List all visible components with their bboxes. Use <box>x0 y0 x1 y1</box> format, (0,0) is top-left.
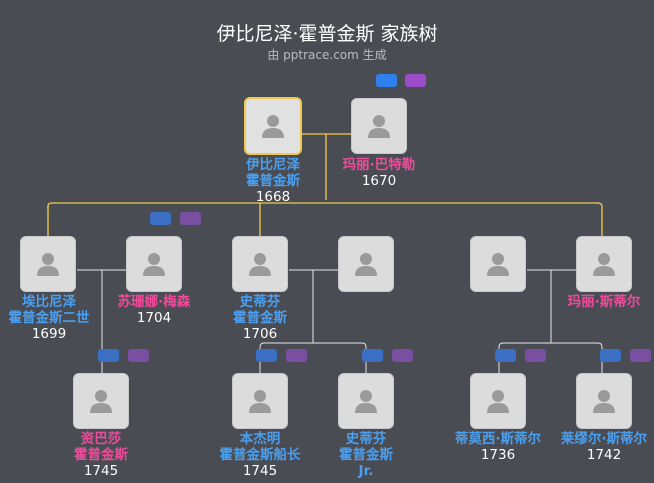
person-card-ebenezer2[interactable] <box>20 236 76 292</box>
name-line: 玛丽·巴特勒 <box>342 157 416 173</box>
birth-year: 1745 <box>83 463 119 479</box>
marriage-badge-female[interactable] <box>128 349 149 362</box>
birth-year: 1670 <box>361 173 397 189</box>
stephen-children-line <box>259 342 367 373</box>
name-line: 苏珊娜·梅森 <box>117 294 191 310</box>
name-line: 史蒂芬 <box>345 431 387 447</box>
person-card-stephen-jr[interactable] <box>338 373 394 429</box>
name-line: 本杰明 <box>239 431 281 447</box>
marriage-badge-male[interactable] <box>256 349 277 362</box>
person-placeholder-icon <box>143 253 165 276</box>
person-card-mary-steere[interactable] <box>576 236 632 292</box>
person-name-susanna[interactable]: 苏珊娜·梅森 1704 <box>79 294 229 326</box>
person-name-timothy[interactable]: 蒂莫西·斯蒂尔 1736 <box>423 431 573 463</box>
person-placeholder-icon <box>368 115 390 138</box>
person-card-ebenezer[interactable] <box>244 97 302 155</box>
person-card-stephen-spouse[interactable] <box>338 236 394 292</box>
marriage-badge-male[interactable] <box>600 349 621 362</box>
person-name-ebenezer[interactable]: 伊比尼泽 霍普金斯 1668 <box>198 157 348 205</box>
marriage-badge-female[interactable] <box>392 349 413 362</box>
birth-year: 1699 <box>31 326 67 342</box>
birth-year: 1745 <box>242 463 278 479</box>
marriage-badge-male[interactable] <box>98 349 119 362</box>
person-card-zipporah[interactable] <box>73 373 129 429</box>
person-name-stephen[interactable]: 史蒂芬 霍普金斯 1706 <box>185 294 335 342</box>
name-line: 埃比尼泽 <box>22 294 76 310</box>
page-subtitle: 由 pptrace.com 生成 <box>267 48 387 62</box>
person-placeholder-icon <box>37 253 59 276</box>
person-placeholder-icon <box>249 253 271 276</box>
person-placeholder-icon <box>90 390 112 413</box>
birth-year: 1704 <box>136 310 172 326</box>
person-card-mary-butler[interactable] <box>351 98 407 154</box>
name-line: 伊比尼泽 <box>246 157 300 173</box>
person-placeholder-icon <box>487 390 509 413</box>
marriage-badge-female[interactable] <box>630 349 651 362</box>
name-line: 霍普金斯 <box>339 447 393 463</box>
name-line: 玛丽·斯蒂尔 <box>567 294 641 310</box>
name-line: 蒂莫西·斯蒂尔 <box>454 431 542 447</box>
person-name-samuel[interactable]: 莱缪尔·斯蒂尔 1742 <box>529 431 654 463</box>
person-card-stephen[interactable] <box>232 236 288 292</box>
person-placeholder-icon <box>262 115 284 138</box>
name-line: 霍普金斯二世 <box>8 310 90 326</box>
person-card-timothy[interactable] <box>470 373 526 429</box>
person-placeholder-icon <box>593 253 615 276</box>
person-placeholder-icon <box>249 390 271 413</box>
person-card-benjamin[interactable] <box>232 373 288 429</box>
marriage-badge-female[interactable] <box>525 349 546 362</box>
birth-year: 1736 <box>480 447 516 463</box>
marriage-badge-female[interactable] <box>286 349 307 362</box>
steere-children-line <box>498 342 603 373</box>
person-placeholder-icon <box>593 390 615 413</box>
name-line: 霍普金斯 <box>233 310 287 326</box>
name-line: 霍普金斯 <box>246 173 300 189</box>
person-card-steere-husband[interactable] <box>470 236 526 292</box>
marriage-badge-female[interactable] <box>405 74 426 87</box>
person-card-susanna[interactable] <box>126 236 182 292</box>
birth-year: 1706 <box>242 326 278 342</box>
page-title: 伊比尼泽·霍普金斯 家族树 <box>216 23 438 45</box>
marriage-badge-male[interactable] <box>495 349 516 362</box>
person-name-stephen-jr[interactable]: 史蒂芬 霍普金斯 Jr. <box>291 431 441 479</box>
name-line: 史蒂芬 <box>239 294 281 310</box>
person-placeholder-icon <box>355 253 377 276</box>
person-card-samuel[interactable] <box>576 373 632 429</box>
marriage-badge-male[interactable] <box>362 349 383 362</box>
name-line: 资巴莎 <box>80 431 122 447</box>
marriage-badge-male[interactable] <box>150 212 171 225</box>
person-name-zipporah[interactable]: 资巴莎 霍普金斯 1745 <box>26 431 176 479</box>
root-children-line <box>47 202 603 236</box>
person-name-benjamin[interactable]: 本杰明 霍普金斯船长 1745 <box>185 431 335 479</box>
person-placeholder-icon <box>487 253 509 276</box>
birth-year: 1742 <box>586 447 622 463</box>
marriage-badge-female[interactable] <box>180 212 201 225</box>
name-line: 霍普金斯 <box>74 447 128 463</box>
name-line: 霍普金斯船长 <box>219 447 301 463</box>
person-placeholder-icon <box>355 390 377 413</box>
person-name-mary-steere[interactable]: 玛丽·斯蒂尔 <box>529 294 654 310</box>
birth-year: 1668 <box>255 189 291 205</box>
name-line: 莱缪尔·斯蒂尔 <box>560 431 648 447</box>
marriage-badge-male[interactable] <box>376 74 397 87</box>
person-name-mary-butler[interactable]: 玛丽·巴特勒 1670 <box>304 157 454 189</box>
name-line: Jr. <box>358 463 374 479</box>
person-name-ebenezer2[interactable]: 埃比尼泽 霍普金斯二世 1699 <box>0 294 124 342</box>
